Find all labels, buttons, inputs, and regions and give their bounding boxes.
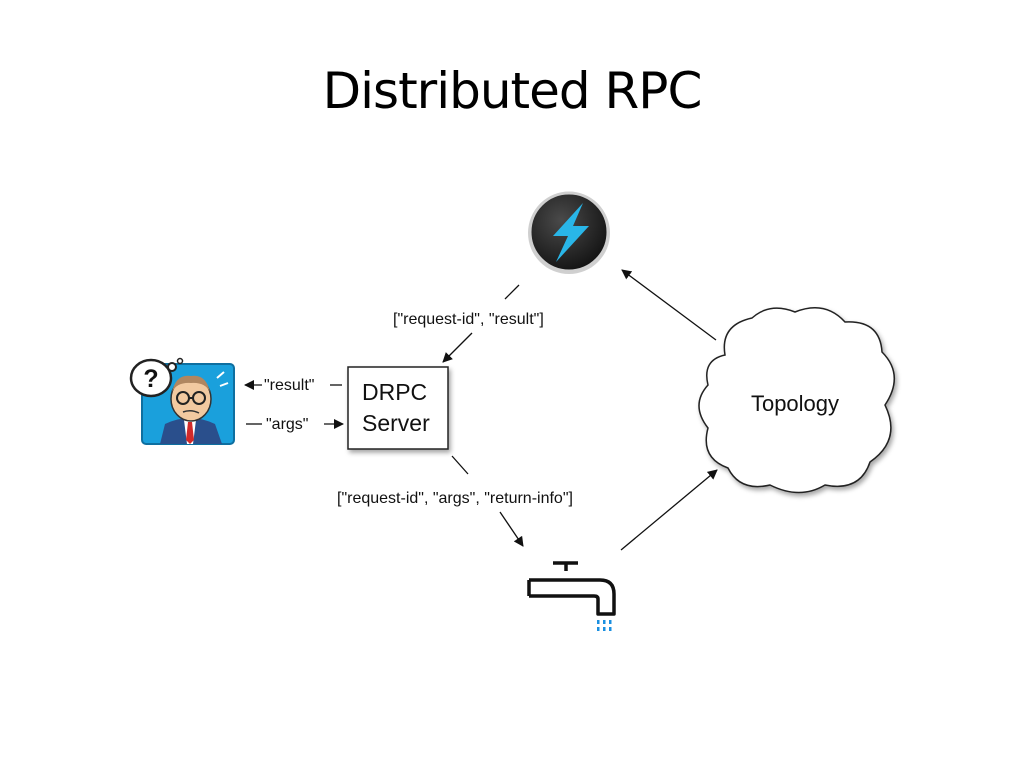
edge-result-label: "result" [264,377,314,394]
topology-cloud: Topology [698,307,895,494]
edge-server-spout-tail [451,455,469,475]
slide-title: Distributed RPC [322,62,703,120]
edge-spout-topology [620,469,718,551]
question-mark: ? [143,365,158,393]
edge-bolt-server-arrow [442,332,473,363]
edge-args-label: "args" [266,416,308,433]
drpc-server-box: DRPC Server [347,366,449,450]
water-faucet-icon [527,561,616,631]
edge-server-spout-label: ["request-id", "args", "return-info"] [337,490,573,507]
edge-topology-storm [621,269,717,341]
topology-label: Topology [751,391,839,416]
edge-bolt-server-label: ["request-id", "result"] [393,311,544,328]
server-label-line1: DRPC [362,379,427,405]
lightning-bolt-icon [528,191,610,274]
server-label-line2: Server [362,410,430,436]
confused-man-icon: ? [129,357,235,445]
edge-server-spout-arrow [499,511,524,547]
edge-bolt-server-tail [504,284,520,300]
